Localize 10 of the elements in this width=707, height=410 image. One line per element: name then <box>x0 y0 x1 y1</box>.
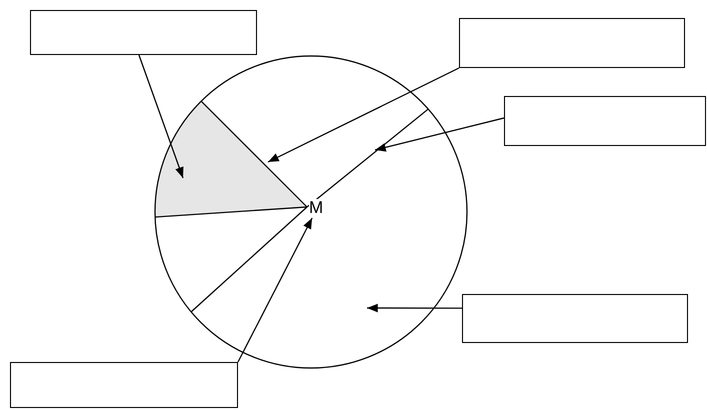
leader-arrow <box>374 117 504 152</box>
label-box <box>10 362 238 408</box>
label-box <box>30 10 257 55</box>
leader-arrow <box>237 218 313 362</box>
label-box <box>462 294 688 343</box>
label-box <box>459 18 685 68</box>
leader-arrow <box>138 54 184 178</box>
label-box <box>504 96 706 146</box>
leader-arrow <box>367 304 462 312</box>
leader-arrow <box>268 67 460 163</box>
